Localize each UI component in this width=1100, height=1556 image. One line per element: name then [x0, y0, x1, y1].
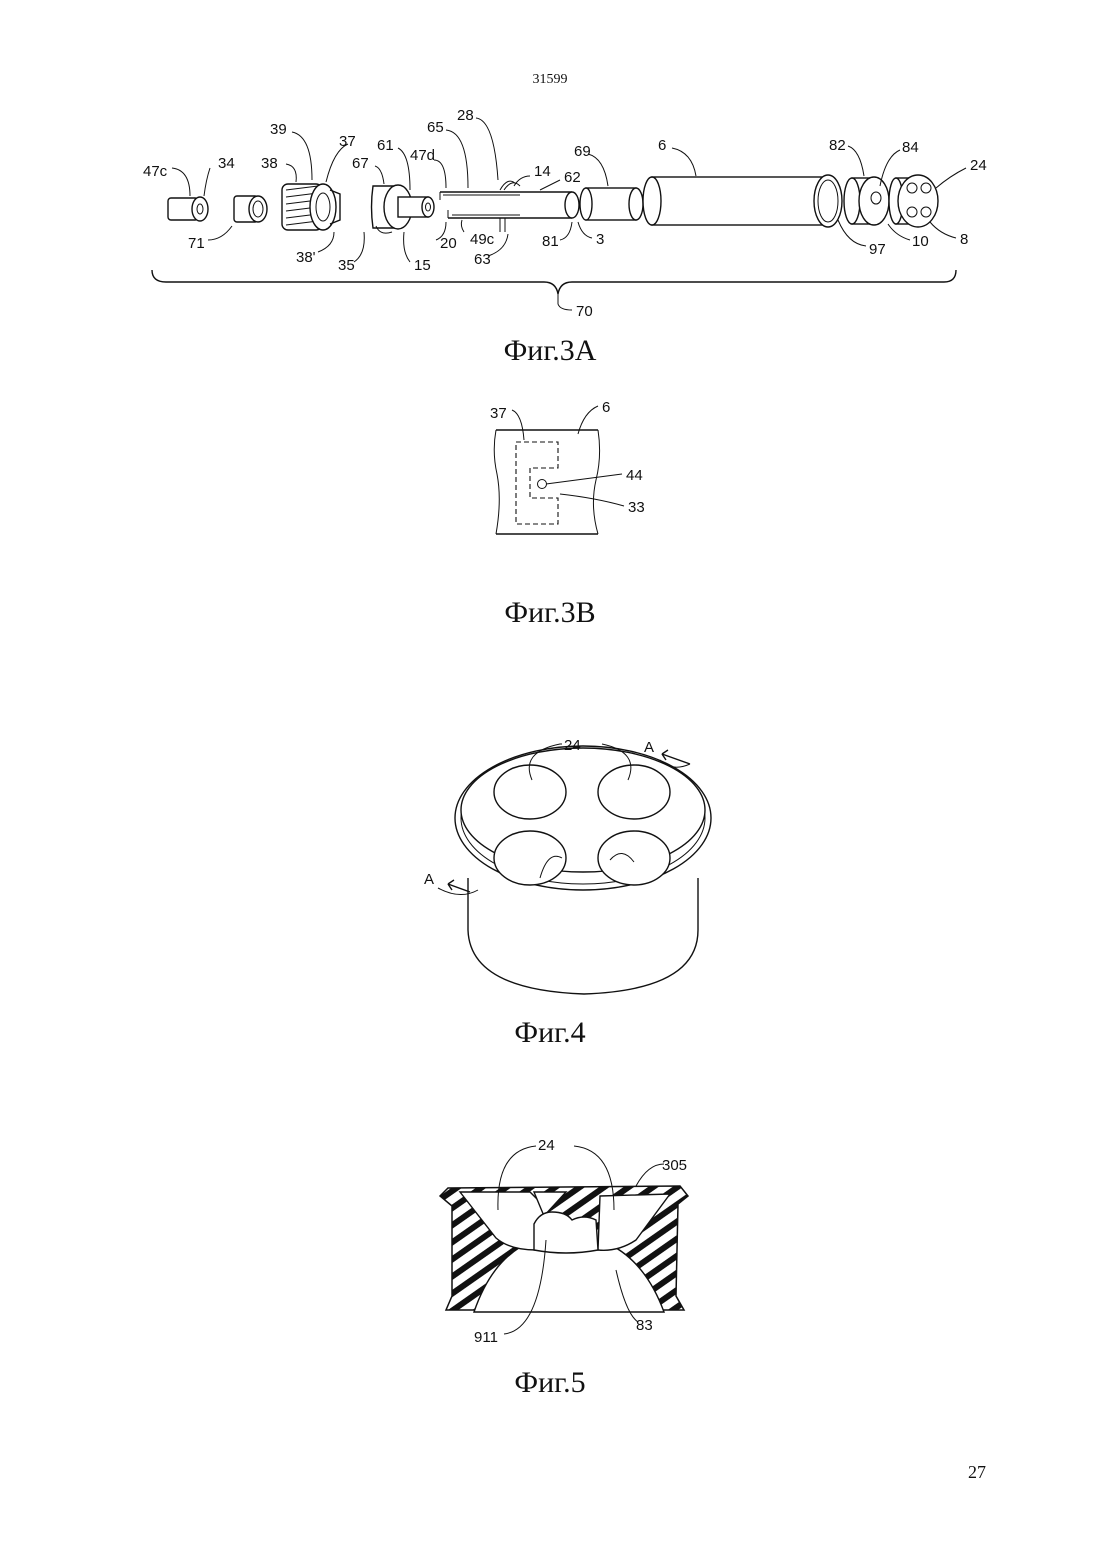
label-4-A-left: A: [424, 871, 434, 888]
label-38: 38: [261, 155, 278, 172]
part-71-sleeve: [234, 196, 267, 222]
part-47c-cap: [168, 197, 208, 221]
label-49c: 49c: [470, 231, 495, 248]
label-3: 3: [596, 231, 604, 248]
label-84: 84: [902, 139, 919, 156]
part-8-nozzle-cap: [889, 175, 938, 227]
label-6: 6: [658, 137, 666, 154]
figure-5-cross-section: 24 305 911 83: [440, 1137, 688, 1346]
part-6-housing: [643, 175, 842, 227]
label-63: 63: [474, 251, 491, 268]
caption-fig5: Фиг.5: [0, 1366, 1100, 1400]
label-3b-33: 33: [628, 499, 645, 516]
label-5-911: 911: [474, 1329, 498, 1346]
caption-fig4: Фиг.4: [0, 1016, 1100, 1050]
label-82: 82: [829, 137, 846, 154]
figure-4-nozzle-perspective: 24 A A: [424, 737, 711, 994]
label-28: 28: [457, 107, 474, 124]
label-35: 35: [338, 257, 355, 274]
label-24: 24: [970, 157, 987, 174]
label-65: 65: [427, 119, 444, 136]
label-47d: 47d: [410, 147, 435, 164]
label-14: 14: [534, 163, 551, 180]
label-37: 37: [339, 133, 356, 150]
label-69: 69: [574, 143, 591, 160]
label-61: 61: [377, 137, 394, 154]
label-5-305: 305: [662, 1157, 687, 1174]
label-81: 81: [542, 233, 559, 250]
label-3b-37: 37: [490, 405, 507, 422]
label-10: 10: [912, 233, 929, 250]
label-71: 71: [188, 235, 205, 252]
figure-3b-detail: 37 6 44 33: [490, 399, 645, 534]
label-34: 34: [218, 155, 235, 172]
label-39: 39: [270, 121, 287, 138]
label-97: 97: [869, 241, 886, 258]
label-38-prime: 38': [296, 249, 316, 266]
page-number: 27: [968, 1462, 986, 1483]
label-5-83: 83: [636, 1317, 653, 1334]
caption-fig3b: Фиг.3В: [0, 596, 1100, 630]
brace-70: [152, 270, 956, 294]
label-62: 62: [564, 169, 581, 186]
label-47c: 47c: [143, 163, 168, 180]
label-3b-6: 6: [602, 399, 610, 416]
label-5-24: 24: [538, 1137, 555, 1154]
label-4-24: 24: [564, 737, 581, 754]
part-67-connector-body: [372, 185, 435, 233]
part-69-tube: [580, 188, 643, 220]
figure-3a-exploded-view: 47c 34 71 39 37 38 38' 35 67 61 15 47d 6…: [143, 107, 987, 320]
label-70: 70: [576, 303, 593, 320]
label-4-A-top: A: [644, 739, 654, 756]
label-15: 15: [414, 257, 431, 274]
part-38-threaded-coupling: [282, 184, 340, 230]
label-67: 67: [352, 155, 369, 172]
part-82-plug: [844, 177, 889, 225]
label-3b-44: 44: [626, 467, 643, 484]
label-8: 8: [960, 231, 968, 248]
label-20: 20: [440, 235, 457, 252]
caption-fig3a: Фиг.3А: [0, 334, 1100, 368]
